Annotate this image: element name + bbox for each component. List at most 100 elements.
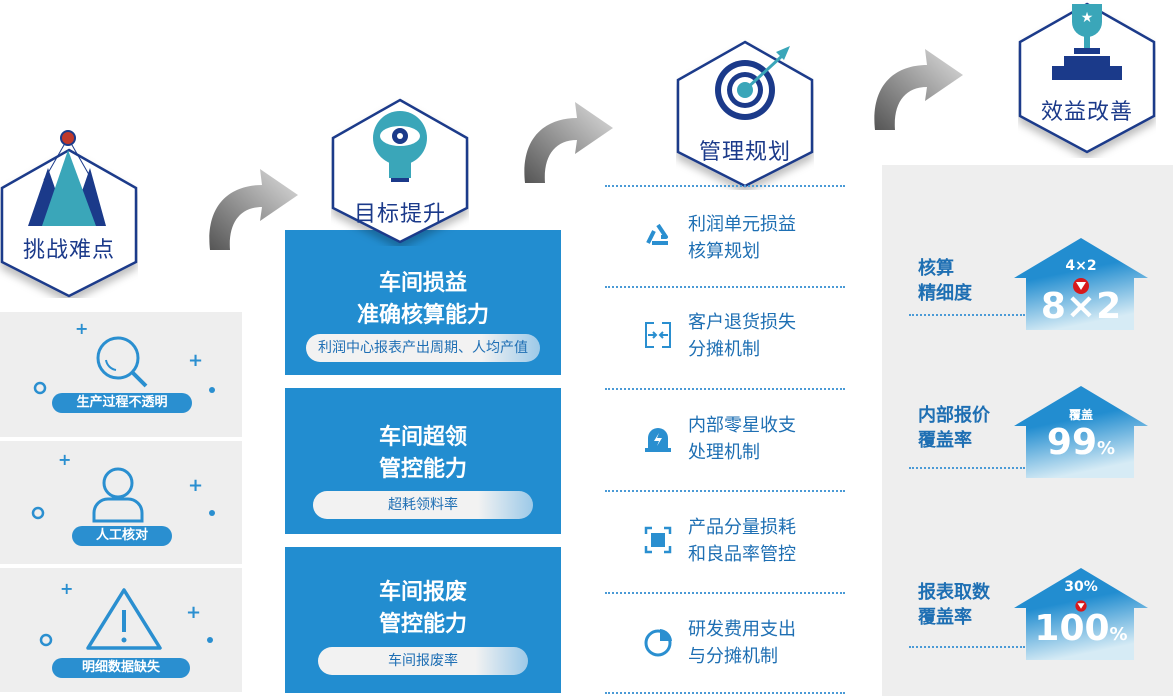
benefit-house: 30% 100% — [1014, 568, 1148, 660]
alarm-icon — [645, 428, 671, 452]
challenge-hexagon: 挑战难点 — [0, 128, 138, 298]
goal-metric: 车间报废率 — [318, 647, 528, 675]
benefit-label: 核算精细度 — [918, 256, 972, 306]
plan-item: 产品分量损耗和良品率管控 — [640, 510, 850, 570]
person-icon: ++ — [31, 450, 215, 523]
benefit-after-value: 8×2 — [1040, 286, 1122, 327]
divider — [909, 646, 1025, 648]
challenge-label: 生产过程不透明 — [52, 393, 192, 413]
benefit-after: 100% — [1014, 608, 1148, 649]
magnifier-icon: ++ — [33, 320, 215, 395]
benefit-label-line: 覆盖率 — [918, 607, 972, 628]
divider — [605, 692, 845, 694]
hexagon-shape: ★ — [1018, 2, 1156, 154]
goal-metric: 超耗领料率 — [313, 491, 533, 519]
benefit-after-value: 99 — [1046, 422, 1098, 463]
benefit-label-line: 精细度 — [918, 283, 972, 304]
benefit-label: 报表取数覆盖率 — [918, 580, 990, 630]
challenge-card: ++ 明细数据缺失 — [0, 568, 242, 692]
benefit-before: 覆盖 — [1068, 408, 1093, 422]
svg-text:+: + — [75, 320, 88, 338]
plan-item: 内部零星收支处理机制 — [640, 408, 850, 468]
goal-heading: 车间超领 — [378, 425, 467, 450]
benefit-before: 4×2 — [1065, 258, 1097, 274]
plan-item: 研发费用支出与分摊机制 — [640, 612, 850, 672]
challenge-card: ++ 人工核对 — [0, 441, 242, 564]
benefit-after-unit: % — [1109, 624, 1128, 645]
plan-item: 利润单元损益核算规划 — [640, 207, 850, 267]
scan-icon — [644, 526, 672, 554]
plan-item-line: 内部零星收支 — [688, 415, 796, 436]
plan-item: 客户退货损失分摊机制 — [640, 305, 850, 365]
goal-card: 车间损益 准确核算能力 利润中心报表产出周期、人均产值 — [285, 230, 561, 375]
benefit-hexagon: ★ 效益改善 — [1018, 0, 1156, 158]
svg-text:+: + — [188, 350, 203, 371]
plan-item-line: 处理机制 — [688, 442, 760, 463]
curved-arrow-icon — [209, 169, 298, 250]
decrease-indicator-icon — [1075, 600, 1087, 612]
target-icon — [715, 46, 790, 120]
benefit-title: 效益改善 — [1040, 100, 1133, 125]
divider — [605, 286, 845, 288]
benefit-before: 30% — [1064, 579, 1098, 595]
plan-item-line: 和良品率管控 — [688, 544, 796, 565]
lightbulb-eye-icon — [373, 111, 427, 182]
decrease-indicator-icon — [1073, 278, 1089, 294]
challenge-title: 挑战难点 — [22, 238, 115, 263]
goal-card: 车间超领 管控能力 超耗领料率 — [285, 388, 561, 534]
svg-text:+: + — [60, 579, 73, 598]
svg-text:+: + — [58, 450, 71, 469]
benefit-label-line: 覆盖率 — [918, 430, 972, 451]
goal-heading: 车间报废 — [378, 580, 467, 605]
benefit-after-unit: % — [1097, 438, 1116, 459]
curved-arrow-icon — [524, 102, 613, 183]
benefit-label-line: 内部报价 — [918, 405, 990, 426]
mountain-icon — [28, 130, 106, 226]
goal-metric: 利润中心报表产出周期、人均产值 — [306, 334, 540, 362]
divider — [909, 467, 1025, 469]
divider — [605, 185, 845, 187]
challenge-label: 明细数据缺失 — [52, 658, 190, 678]
benefit-after-value: 100 — [1034, 608, 1110, 649]
plan-item-line: 产品分量损耗 — [688, 517, 796, 538]
plan-item-line: 利润单元损益 — [688, 214, 796, 235]
plan-title: 管理规划 — [698, 140, 791, 165]
goal-heading: 车间损益 — [378, 271, 467, 296]
svg-text:+: + — [188, 475, 203, 496]
curved-arrow-icon — [874, 49, 963, 130]
benefit-label: 内部报价覆盖率 — [918, 403, 990, 453]
goal-heading: 管控能力 — [378, 457, 467, 482]
plan-item-line: 分摊机制 — [688, 339, 760, 360]
divider — [605, 592, 845, 594]
hexagon-shape — [676, 40, 814, 188]
benefit-label-line: 核算 — [918, 258, 954, 279]
plan-item-line: 与分摊机制 — [688, 646, 778, 667]
recycle-icon — [646, 223, 668, 245]
plan-item-line: 核算规划 — [688, 241, 760, 262]
house-arrow-shape — [1014, 568, 1148, 660]
benefit-after: 8×2 — [1014, 286, 1148, 327]
challenge-card: ++ 生产过程不透明 — [0, 312, 242, 437]
svg-text:+: + — [186, 602, 201, 623]
goal-hexagon: 目标提升 — [331, 96, 469, 246]
divider — [605, 490, 845, 492]
plan-item-line: 客户退货损失 — [688, 312, 796, 333]
benefit-house: 4×2 8×2 — [1014, 238, 1148, 330]
benefit-after: 99% — [1014, 422, 1148, 463]
divider — [605, 388, 845, 390]
goal-title: 目标提升 — [353, 202, 446, 227]
pie-chart-icon — [644, 629, 672, 657]
hexagon-shape — [0, 130, 138, 298]
challenge-label: 人工核对 — [72, 526, 172, 546]
trophy-icon: ★ — [1052, 4, 1122, 80]
goal-heading: 准确核算能力 — [356, 303, 489, 328]
goal-heading: 管控能力 — [378, 612, 467, 637]
house-arrow-shape — [1014, 386, 1148, 478]
svg-text:★: ★ — [1081, 10, 1094, 26]
plan-hexagon: 管理规划 — [676, 38, 814, 190]
warning-icon: ++ — [39, 579, 213, 650]
benefit-label-line: 报表取数 — [918, 582, 990, 603]
merge-icon — [645, 322, 671, 348]
plan-item-line: 研发费用支出 — [688, 619, 796, 640]
benefit-house: 覆盖 99% — [1014, 386, 1148, 478]
